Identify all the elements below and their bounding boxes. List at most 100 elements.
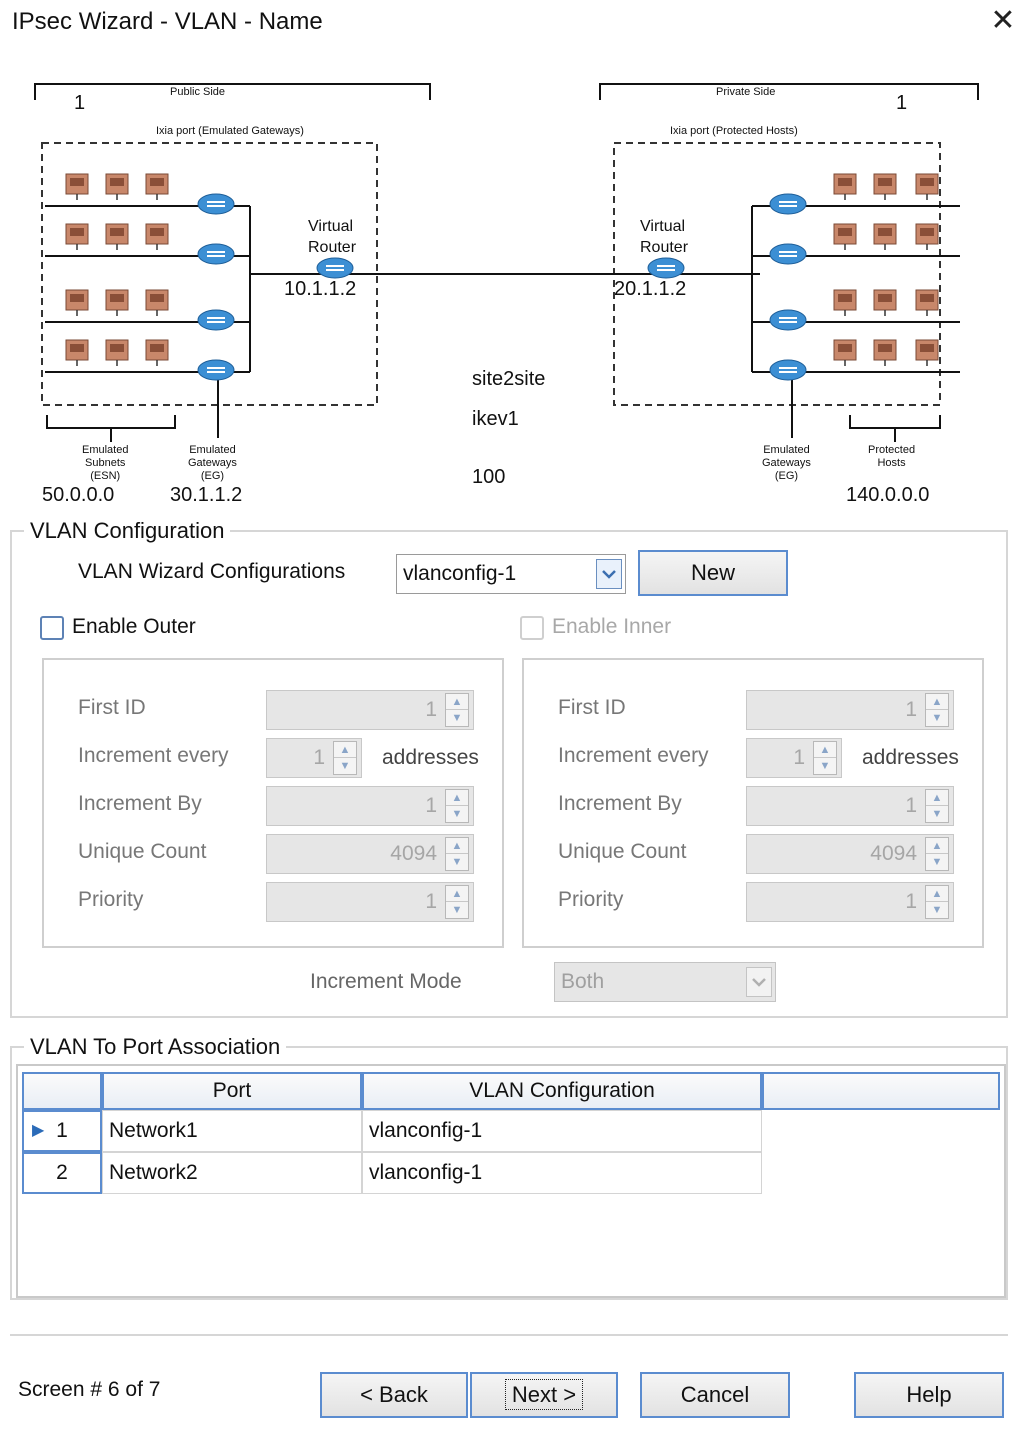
chevron-down-icon[interactable]: ▼ — [931, 856, 943, 868]
chevron-up-icon[interactable]: ▲ — [814, 742, 836, 758]
row-header-2[interactable]: 2 — [22, 1152, 102, 1194]
chevron-up-icon[interactable]: ▲ — [446, 790, 468, 806]
row-number: 2 — [56, 1161, 68, 1184]
inner-increment-every-value: 1 — [793, 746, 805, 769]
inner-priority-value: 1 — [905, 890, 917, 913]
inner-priority-spinner[interactable]: 1 ▲▼ — [746, 882, 954, 922]
inner-increment-by-spinner[interactable]: 1 ▲▼ — [746, 786, 954, 826]
spinner-arrows[interactable]: ▲▼ — [813, 741, 837, 775]
chevron-down-icon[interactable]: ▼ — [931, 712, 943, 724]
inner-vlan-panel — [522, 658, 984, 948]
outer-priority-value: 1 — [425, 890, 437, 913]
chevron-down-icon[interactable]: ▼ — [931, 904, 943, 916]
vlan-wizard-configurations-select[interactable]: vlanconfig-1 — [396, 554, 626, 594]
close-icon[interactable]: ✕ — [990, 4, 1016, 37]
outer-unique-count-value: 4094 — [390, 842, 437, 865]
vlan-port-table: Port VLAN Configuration ▶ 1 Network1 vla… — [16, 1064, 1006, 1298]
chevron-down-icon[interactable]: ▼ — [451, 712, 463, 724]
new-button[interactable]: New — [638, 550, 788, 596]
vlan-configuration-group: VLAN Configuration — [10, 518, 1008, 1018]
inner-first-id-label: First ID — [558, 696, 626, 719]
outer-first-id-spinner[interactable]: 1 ▲▼ — [266, 690, 474, 730]
left-port-label: Ixia port (Emulated Gateways) — [156, 125, 304, 137]
outer-addresses-label: addresses — [382, 746, 479, 769]
private-side-label: Private Side — [716, 86, 776, 98]
help-button[interactable]: Help — [854, 1372, 1004, 1418]
chevron-down-icon[interactable]: ▼ — [451, 904, 463, 916]
spinner-arrows[interactable]: ▲▼ — [445, 693, 469, 727]
column-header-port[interactable]: Port — [102, 1072, 362, 1110]
enable-inner-checkbox[interactable] — [520, 616, 544, 640]
chevron-up-icon[interactable]: ▲ — [446, 694, 468, 710]
inner-increment-every-spinner[interactable]: 1 ▲▼ — [746, 738, 842, 778]
title-bar: IPsec Wizard - VLAN - Name ✕ — [0, 0, 1032, 50]
outer-increment-every-spinner[interactable]: 1 ▲▼ — [266, 738, 362, 778]
vlan-wizard-configurations-value: vlanconfig-1 — [403, 562, 517, 585]
cancel-button-label: Cancel — [680, 1382, 750, 1407]
spinner-arrows[interactable]: ▲▼ — [925, 789, 949, 823]
next-button[interactable]: Next > — [470, 1372, 618, 1418]
increment-mode-select[interactable]: Both — [554, 962, 776, 1002]
spinner-arrows[interactable]: ▲▼ — [445, 789, 469, 823]
public-count: 1 — [74, 92, 86, 114]
next-button-label: Next > — [504, 1379, 584, 1410]
spinner-arrows[interactable]: ▲▼ — [333, 741, 357, 775]
chevron-up-icon[interactable]: ▲ — [926, 838, 948, 854]
chevron-up-icon[interactable]: ▲ — [926, 790, 948, 806]
chevron-up-icon[interactable]: ▲ — [446, 838, 468, 854]
network-diagram-graphic — [34, 83, 979, 442]
row-number: 1 — [56, 1119, 68, 1142]
spinner-arrows[interactable]: ▲▼ — [925, 885, 949, 919]
inner-increment-every-label: Increment every — [558, 744, 709, 767]
cancel-button[interactable]: Cancel — [640, 1372, 790, 1418]
table-cell-vlan[interactable]: vlanconfig-1 — [362, 1152, 762, 1194]
table-cell-vlan[interactable]: vlanconfig-1 — [362, 1110, 762, 1152]
public-side-label: Public Side — [170, 86, 226, 98]
enable-outer-checkbox[interactable] — [40, 616, 64, 640]
protected-hosts-label: Protected Hosts — [868, 444, 916, 469]
row-header-1[interactable]: ▶ 1 — [22, 1110, 102, 1152]
enable-outer-label: Enable Outer — [72, 615, 196, 638]
chevron-down-icon[interactable]: ▼ — [451, 808, 463, 820]
emulated-gateways-right-label: Emulated Gateways (EG) — [762, 444, 811, 482]
outer-priority-label: Priority — [78, 888, 144, 911]
chevron-up-icon[interactable]: ▲ — [926, 694, 948, 710]
chevron-down-icon[interactable]: ▼ — [339, 760, 351, 772]
chevron-down-icon[interactable]: ▼ — [819, 760, 831, 772]
table-cell-port[interactable]: Network1 — [102, 1110, 362, 1152]
spinner-arrows[interactable]: ▲▼ — [925, 693, 949, 727]
left-router-label: Virtual Router — [308, 218, 357, 256]
outer-increment-by-spinner[interactable]: 1 ▲▼ — [266, 786, 474, 826]
outer-priority-spinner[interactable]: 1 ▲▼ — [266, 882, 474, 922]
emulated-subnets-label: Emulated Subnets (ESN) — [82, 444, 129, 482]
chevron-up-icon[interactable]: ▲ — [926, 886, 948, 902]
chevron-up-icon[interactable]: ▲ — [446, 886, 468, 902]
spinner-arrows[interactable]: ▲▼ — [925, 837, 949, 871]
right-router-label: Virtual Router — [640, 218, 689, 256]
private-count: 1 — [896, 92, 908, 114]
chevron-down-icon[interactable] — [596, 559, 622, 589]
enable-inner-label: Enable Inner — [552, 615, 672, 638]
ike-label: ikev1 — [472, 408, 519, 430]
increment-mode-value: Both — [561, 970, 605, 993]
chevron-down-icon[interactable] — [746, 967, 772, 997]
column-header-filler — [762, 1072, 1000, 1110]
vlan-configuration-legend: VLAN Configuration — [24, 518, 231, 544]
column-header-vlan-configuration[interactable]: VLAN Configuration — [362, 1072, 762, 1110]
emulated-gateways-left-label: Emulated Gateways (EG) — [188, 444, 237, 482]
screen-indicator: Screen # 6 of 7 — [18, 1378, 161, 1401]
right-ip: 20.1.1.2 — [614, 278, 687, 300]
chevron-up-icon[interactable]: ▲ — [334, 742, 356, 758]
chevron-down-icon[interactable]: ▼ — [451, 856, 463, 868]
inner-unique-count-spinner[interactable]: 4094 ▲▼ — [746, 834, 954, 874]
table-cell-port[interactable]: Network2 — [102, 1152, 362, 1194]
outer-unique-count-spinner[interactable]: 4094 ▲▼ — [266, 834, 474, 874]
spinner-arrows[interactable]: ▲▼ — [445, 885, 469, 919]
outer-first-id-label: First ID — [78, 696, 146, 719]
back-button[interactable]: < Back — [320, 1372, 468, 1418]
increment-mode-label: Increment Mode — [310, 970, 462, 993]
esn-ip: 50.0.0.0 — [42, 484, 115, 506]
spinner-arrows[interactable]: ▲▼ — [445, 837, 469, 871]
chevron-down-icon[interactable]: ▼ — [931, 808, 943, 820]
inner-first-id-spinner[interactable]: 1 ▲▼ — [746, 690, 954, 730]
